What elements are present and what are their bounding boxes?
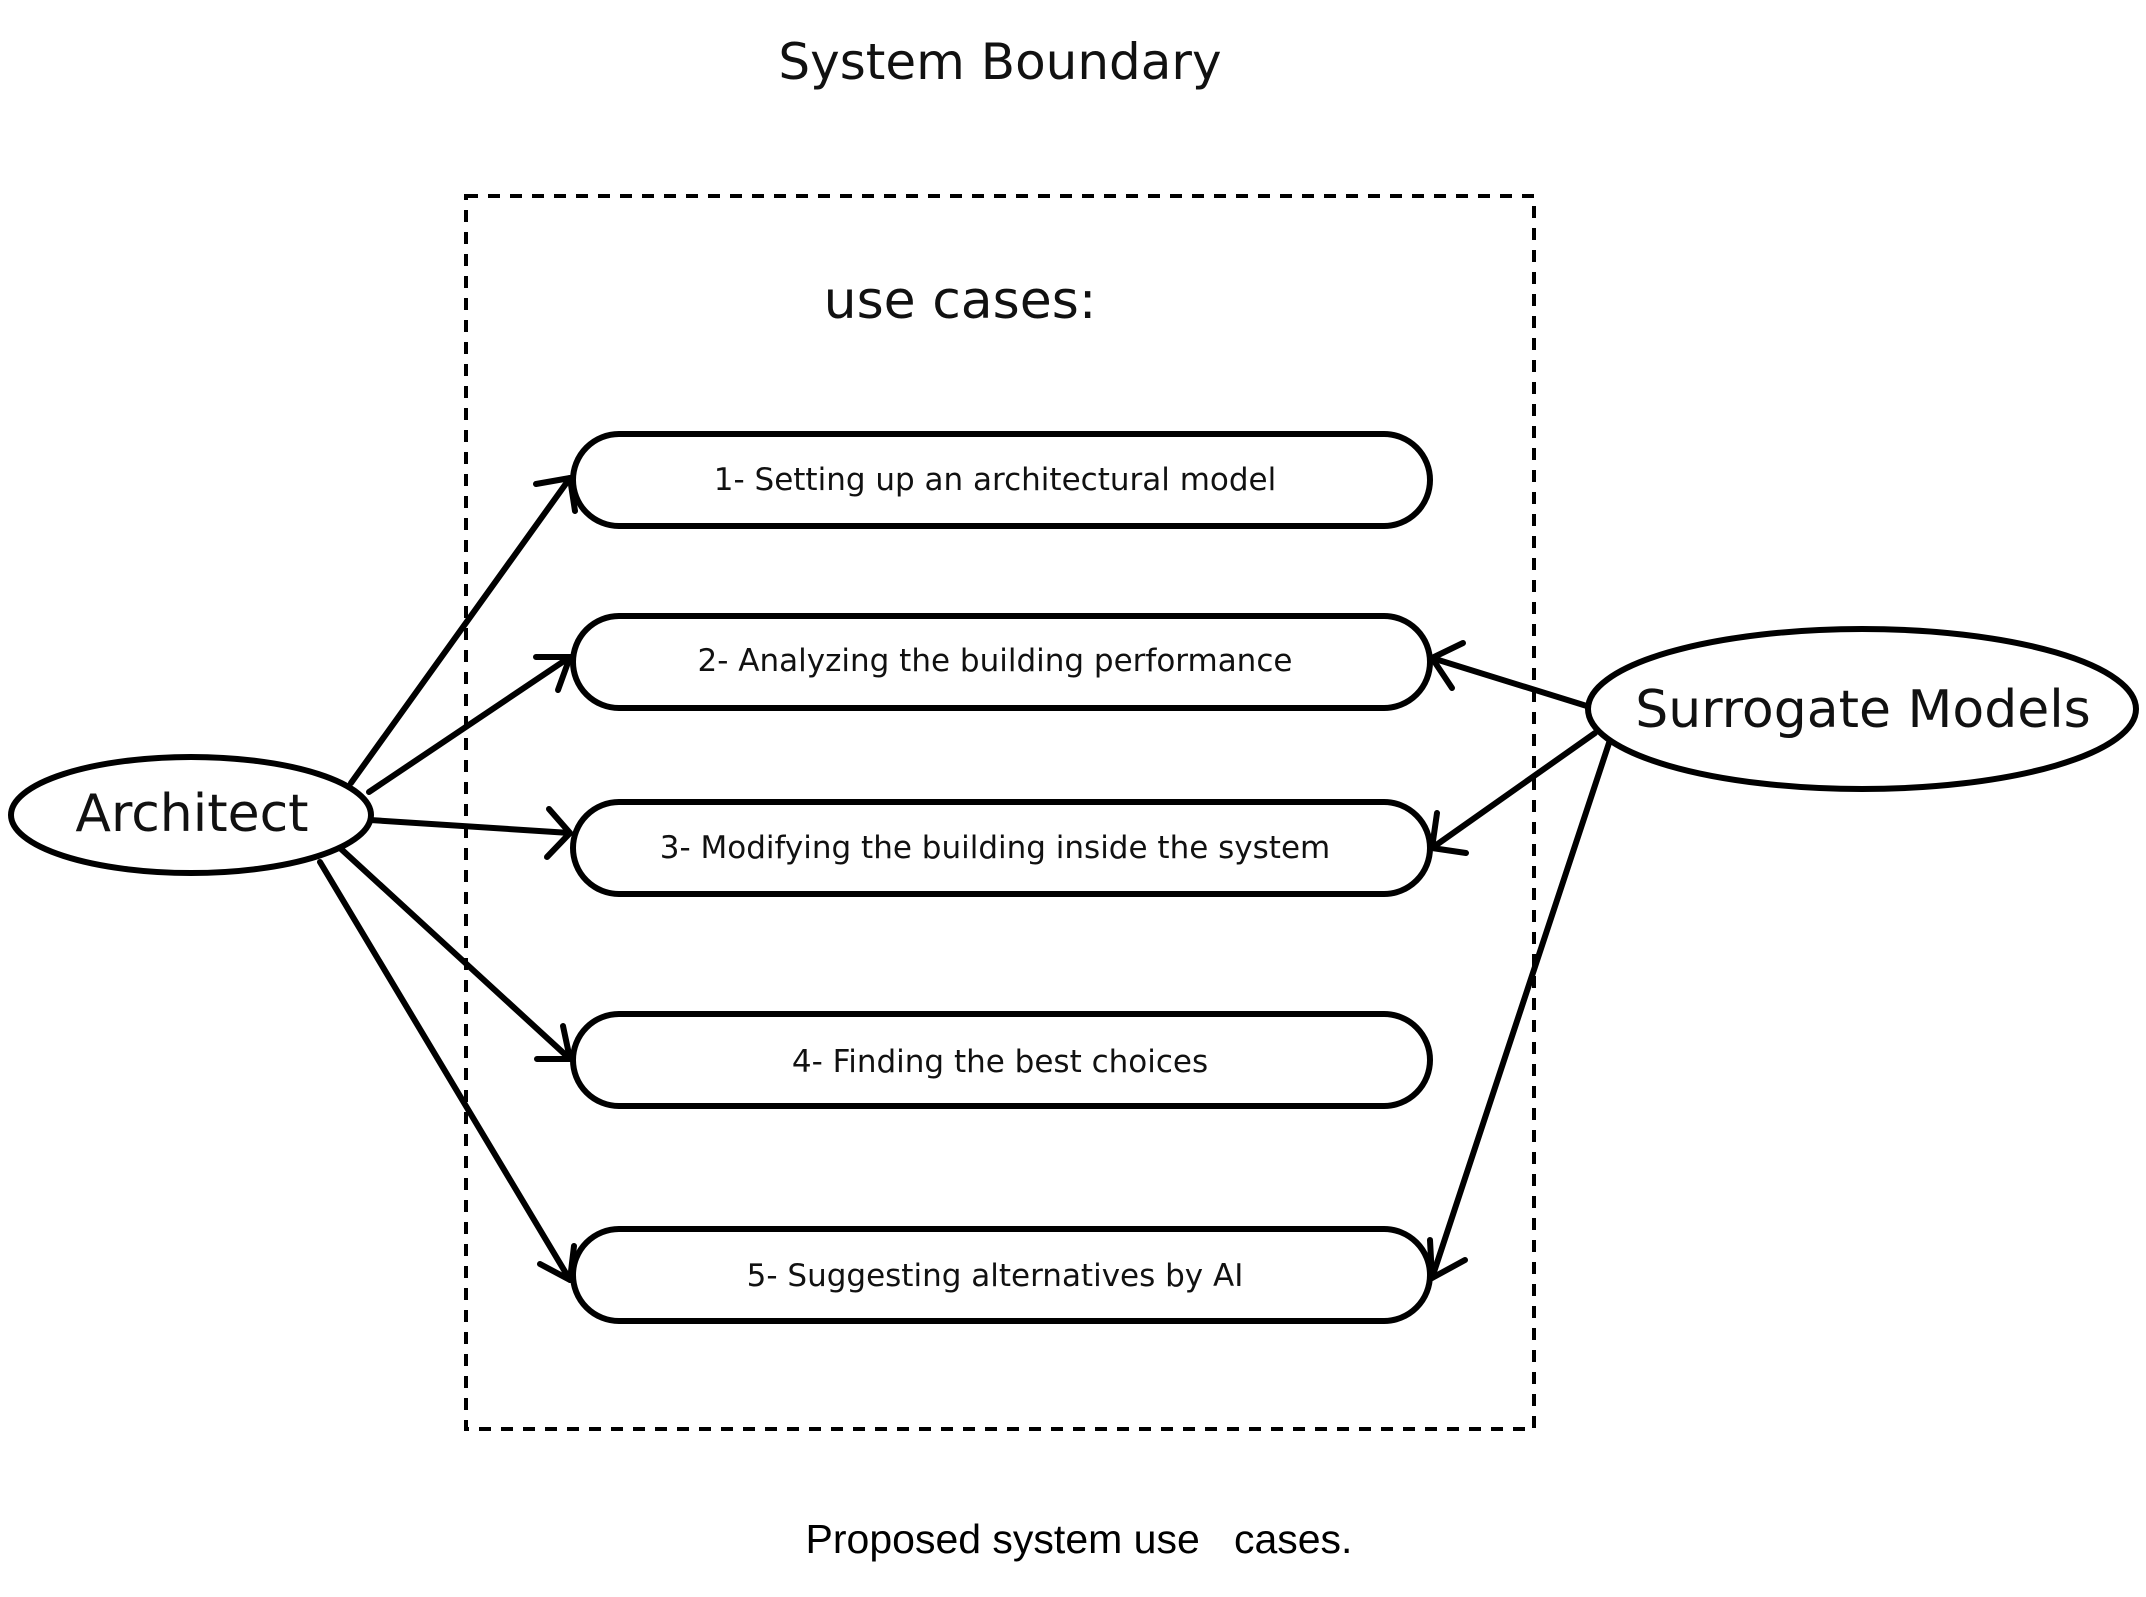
use-case-1: 1- Setting up an architectural model (570, 431, 1433, 529)
architect-to-use-case-3-arrowhead (544, 806, 573, 860)
use-case-5: 5- Suggesting alternatives by AI (570, 1226, 1433, 1324)
surrogate-models-to-use-case-5-arrow (1427, 737, 1613, 1281)
surrogate-models-to-use-case-5-arrowhead (1427, 1237, 1468, 1281)
surrogate-models-to-use-case-2-arrowhead (1429, 640, 1466, 691)
surrogate-models-to-use-case-2-line (1429, 655, 1593, 710)
architect-to-use-case-4-line (337, 845, 573, 1062)
use-case-4-label: 4- Finding the best choices (792, 1044, 1208, 1080)
architect-actor: Architect (8, 754, 374, 876)
surrogate-models-to-use-case-3-line (1429, 730, 1598, 851)
use-case-4-shape (570, 1011, 1433, 1109)
architect-to-use-case-3-arrow (367, 806, 573, 860)
use-case-2-label: 2- Analyzing the building performance (698, 643, 1293, 679)
architect-to-use-case-1-arrow (348, 475, 578, 786)
architect-to-use-case-4-arrowhead (534, 1023, 573, 1062)
use-case-5-label: 5- Suggesting alternatives by AI (747, 1258, 1244, 1294)
architect-to-use-case-5-arrow (317, 859, 577, 1283)
use-case-3: 3- Modifying the building inside the sys… (570, 799, 1433, 897)
architect-to-use-case-2-line (366, 654, 573, 795)
use-case-1-label: 1- Setting up an architectural model (714, 462, 1276, 498)
use-case-2: 2- Analyzing the building performance (570, 613, 1433, 711)
surrogate-models-actor: Surrogate Models (1585, 626, 2139, 792)
surrogate-models-label: Surrogate Models (1635, 680, 2090, 740)
architect-ellipse (8, 754, 374, 876)
surrogate-models-to-use-case-2-arrow (1429, 640, 1593, 710)
use-case-4: 4- Finding the best choices (570, 1011, 1433, 1109)
architect-to-use-case-2-arrowhead (533, 654, 573, 693)
diagram-title: System Boundary (778, 33, 1221, 91)
architect-to-use-case-1-arrowhead (533, 475, 578, 514)
diagram-caption: Proposed system use cases. (806, 1516, 1353, 1562)
architect-to-use-case-4-arrow (337, 845, 573, 1062)
surrogate-models-to-use-case-3-arrow (1429, 730, 1598, 856)
system-boundary (464, 194, 1536, 1431)
boundary-label: use cases: (824, 271, 1097, 331)
architect-to-use-case-1-line (348, 475, 573, 786)
surrogate-models-to-use-case-3-arrowhead (1429, 810, 1469, 856)
surrogate-models-to-use-case-5-line (1429, 737, 1613, 1281)
architect-to-use-case-5-line (317, 859, 573, 1283)
architect-label: Architect (75, 784, 308, 844)
use-case-2-shape (570, 613, 1433, 711)
surrogate-model-associations (1427, 640, 1613, 1281)
architect-to-use-case-3-line (367, 817, 573, 836)
surrogate-models-ellipse (1585, 626, 2139, 792)
architect-associations (317, 475, 578, 1283)
use-case-3-label: 3- Modifying the building inside the sys… (660, 830, 1330, 866)
architect-to-use-case-5-arrowhead (537, 1243, 577, 1283)
architect-to-use-case-2-arrow (366, 654, 573, 795)
